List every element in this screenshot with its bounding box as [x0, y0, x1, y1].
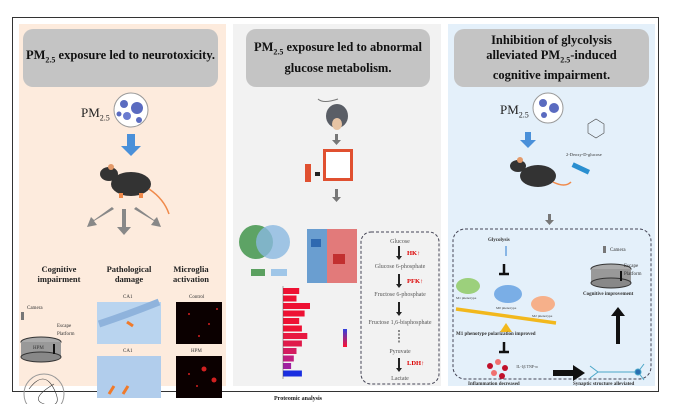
cytokines-label: IL-1β TNF-α: [516, 364, 538, 369]
instrument-icon: [305, 149, 353, 182]
mouse-topview-icon: [317, 98, 348, 130]
down-arrow-icon: [545, 214, 554, 225]
panel2-graphics: [239, 98, 440, 385]
pathway-bar-chart: [283, 288, 310, 377]
pathway-step: Lactate: [391, 376, 409, 382]
bar: [283, 318, 300, 324]
panel-title: Inhibition of glycolysis alleviated PM2.…: [454, 29, 649, 87]
inflammation-label: Inflammation decreased: [468, 382, 520, 387]
camera-label: Camera: [27, 306, 43, 311]
panel-glycolysis-inhibition: Inhibition of glycolysis alleviated PM2.…: [448, 24, 655, 387]
synaptic-label: Synaptic structure alleviated: [573, 382, 635, 387]
color-legend: [343, 329, 347, 347]
glycolysis-label: Glycolysis: [488, 238, 510, 243]
bar: [283, 340, 302, 347]
2dg-structure-icon: [587, 118, 605, 139]
enzyme-label: LDH↑: [407, 360, 425, 367]
pathway-arrow: [396, 246, 402, 260]
escape-label: Escape: [57, 324, 72, 329]
camera-label: Camera: [610, 248, 626, 253]
down-arrow-icon: [520, 132, 536, 148]
pathway-step: Fructose 1,6-bisphosphate: [368, 320, 432, 326]
bar: [283, 348, 297, 354]
particle-icon: [113, 92, 149, 128]
bar: [283, 370, 302, 377]
platform-label: Platform: [624, 272, 642, 277]
bar: [283, 288, 300, 294]
panel1-graphics: [20, 92, 222, 404]
m1-cell-icon: [456, 278, 480, 294]
polarization-label: M1 phenotype polarization improved: [456, 332, 536, 337]
proteomic-analysis-caption: Proteomic analysis: [273, 396, 323, 402]
pm25-label: PM2.5: [81, 105, 110, 123]
neuron-icon: [589, 363, 645, 381]
image-label: CA1: [123, 349, 133, 354]
bar: [283, 295, 297, 302]
water-maze-icon: [590, 246, 632, 289]
mouse-icon: [100, 164, 170, 215]
pathway-step: Pyruvate: [389, 349, 411, 355]
right-arrow-icon: [553, 365, 585, 381]
inhibition-icon: [499, 342, 509, 354]
m0-label: M0 phenotype: [496, 306, 517, 310]
platform-label: Platform: [57, 332, 75, 337]
escape-label: Escape: [624, 264, 639, 269]
enzyme-label: HK↑: [407, 250, 421, 257]
syringe-icon: [571, 162, 591, 175]
bar: [283, 363, 292, 369]
inhibition-icon: [499, 264, 509, 276]
m2-label: M2 phenotype: [532, 314, 553, 318]
pathway-step: Fructose 6-phosphate: [374, 292, 426, 298]
label-microglia-activation: Microglia activation: [173, 264, 209, 284]
panel-glucose-metabolism: PM2.5 exposure led to abnormal glucose m…: [233, 24, 441, 402]
swim-path-icon: [23, 373, 65, 404]
bar: [283, 310, 305, 317]
balance-beam: [455, 307, 557, 325]
image-label: Control: [189, 295, 205, 300]
down-arrow-icon: [332, 134, 341, 145]
cognitive-improvement-label: Cognitive improvement: [583, 292, 634, 297]
microglia-image-control: [176, 302, 222, 344]
water-maze-icon: [20, 312, 62, 363]
drug-label: 2-Deoxy-D-glucose: [566, 152, 602, 157]
mouse-icon: [510, 157, 572, 187]
label-cognitive-impairment: Cognitive impairment: [37, 264, 81, 284]
up-arrow-icon: [611, 307, 625, 344]
pm25-label: PM2.5: [500, 102, 529, 120]
pathway-arrow: [396, 274, 402, 288]
bar: [283, 303, 310, 309]
branch-arrows: [87, 207, 161, 235]
image-label: HPM: [191, 349, 202, 354]
histology-image-hpm: [97, 356, 161, 398]
venn-diagram: [239, 225, 290, 259]
bar: [283, 333, 308, 339]
microglia-image-hpm: [176, 356, 222, 398]
panel-title: PM2.5 exposure led to abnormal glucose m…: [246, 29, 430, 87]
m0-cell-icon: [494, 285, 522, 303]
mechanism-box: [452, 228, 652, 380]
panel-title: PM2.5 exposure led to neurotoxicity.: [23, 29, 218, 87]
panel-neurotoxicity: PM2.5 exposure led to neurotoxicity. PM2…: [19, 24, 226, 404]
glycolysis-pathway-box: [360, 231, 440, 385]
panel3-graphics: [452, 92, 652, 381]
pathway-step: Glucose: [390, 239, 410, 245]
m2-cell-icon: [531, 296, 555, 312]
down-arrow-icon: [121, 134, 141, 156]
label-pathological-damage: Pathological damage: [106, 264, 152, 284]
m1-label: M1 phenotype: [456, 296, 477, 300]
enzyme-label: PFK↑: [407, 278, 424, 285]
pathway-arrow: [396, 358, 402, 372]
heatmap: [307, 229, 357, 283]
bar: [283, 355, 294, 362]
figure-border: [12, 17, 659, 392]
pathway-step: Glucose 6-phosphate: [374, 264, 426, 270]
group-label: HPM: [33, 346, 44, 351]
particle-icon: [532, 92, 564, 124]
cytokine-icon: [487, 359, 508, 379]
down-arrow-icon: [332, 189, 341, 202]
image-label: CA1: [123, 295, 133, 300]
bar: [283, 325, 302, 332]
pathway-arrow: [396, 302, 402, 316]
